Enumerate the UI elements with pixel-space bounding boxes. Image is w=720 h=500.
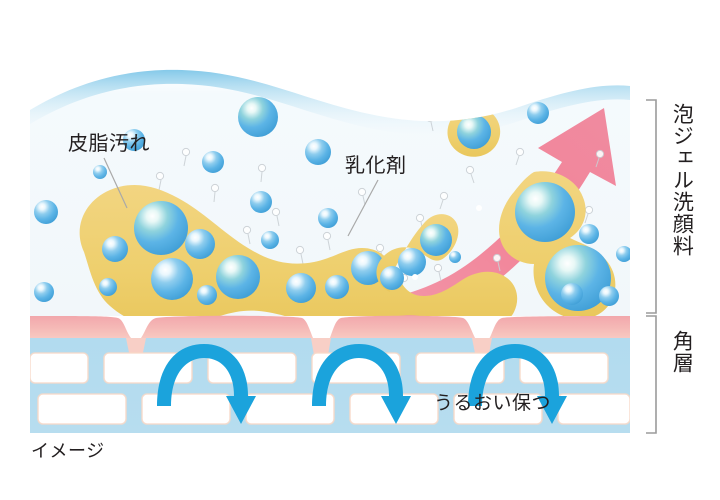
label-sebum: 皮脂汚れ — [68, 131, 150, 155]
caption-image-note: イメージ — [31, 441, 105, 462]
bracket-label-cleanser: 泡ジェル洗顔料 — [670, 103, 695, 257]
droplet-bubble — [380, 266, 404, 290]
arrow-speckles — [412, 205, 482, 280]
droplet-bubble — [579, 224, 599, 244]
emulsifier-molecule — [242, 225, 252, 245]
label-emulsifier: 乳化剤 — [345, 153, 407, 177]
emulsifier-molecule — [439, 191, 449, 210]
droplet-bubble — [420, 224, 452, 256]
emulsifier-molecule — [465, 165, 475, 184]
region-brackets — [646, 99, 657, 434]
moisture-arrow — [312, 344, 411, 424]
sebum-soil-mass — [79, 184, 518, 316]
bracket-cleanser — [646, 99, 657, 314]
leader-line-sebum — [103, 157, 128, 209]
bracket-label-corneum: 角層 — [670, 330, 695, 374]
droplet-bubble — [449, 251, 461, 263]
emulsifier-molecule — [210, 183, 220, 203]
moisture-arrow — [468, 344, 567, 424]
emulsifier-molecule — [515, 147, 525, 166]
skin-region — [30, 315, 630, 433]
foam-bubbles — [34, 97, 630, 306]
leader-line-emulsifier — [347, 179, 379, 237]
emulsifier-molecule — [155, 171, 165, 191]
emulsifier-molecule — [595, 149, 605, 168]
emulsifier-molecule — [295, 245, 305, 265]
droplet-bubble — [457, 115, 491, 149]
moisture-arrow — [157, 344, 256, 424]
label-moisture-retention: うるおい保つ — [434, 392, 552, 414]
droplet-bubble — [398, 248, 426, 276]
bracket-corneum — [646, 315, 657, 434]
emulsifier-molecule — [181, 147, 191, 167]
emulsifier-molecule — [433, 263, 443, 282]
sebum-bubbles — [99, 201, 385, 305]
label-leader-lines — [103, 157, 379, 237]
emulsifier-molecule — [322, 231, 332, 251]
droplet-bubble — [515, 182, 575, 242]
sebum-blob-main — [79, 184, 518, 316]
emulsifier-molecule — [492, 253, 502, 272]
emulsifier-molecule — [257, 163, 267, 183]
emulsifier-molecule — [357, 187, 367, 206]
emulsifier-molecule — [271, 207, 281, 227]
moisture-arrows — [157, 344, 567, 424]
